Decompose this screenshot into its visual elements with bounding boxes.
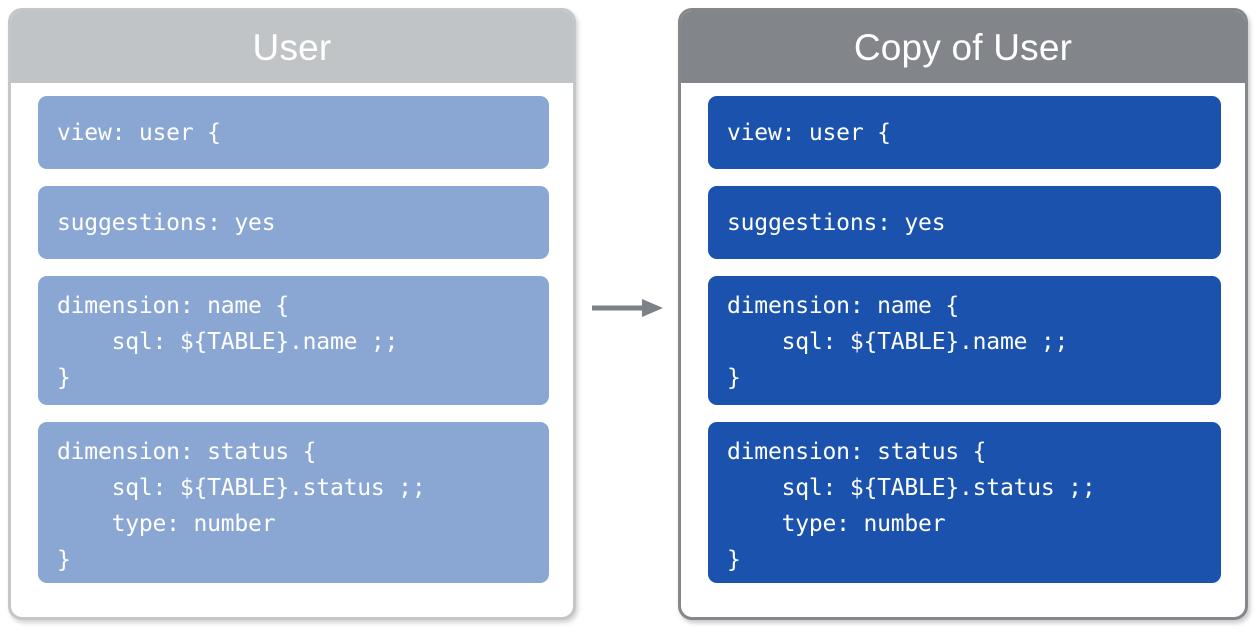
- panel-user-body: view: user { suggestions: yes dimension:…: [11, 83, 573, 617]
- code-block-dimension-name[interactable]: dimension: name { sql: ${TABLE}.name ;; …: [38, 276, 549, 405]
- panel-user[interactable]: User view: user { suggestions: yes dimen…: [8, 8, 576, 620]
- panel-copy-of-user[interactable]: Copy of User view: user { suggestions: y…: [678, 8, 1248, 620]
- code-block-dimension-status[interactable]: dimension: status { sql: ${TABLE}.status…: [708, 422, 1221, 583]
- code-block-suggestions[interactable]: suggestions: yes: [38, 186, 549, 259]
- code-block-suggestions[interactable]: suggestions: yes: [708, 186, 1221, 259]
- panel-copy-of-user-title: Copy of User: [681, 11, 1245, 83]
- right-arrow-icon: [592, 299, 663, 317]
- code-block-view[interactable]: view: user {: [708, 96, 1221, 169]
- code-block-dimension-name[interactable]: dimension: name { sql: ${TABLE}.name ;; …: [708, 276, 1221, 405]
- code-block-dimension-status[interactable]: dimension: status { sql: ${TABLE}.status…: [38, 422, 549, 583]
- code-block-view[interactable]: view: user {: [38, 96, 549, 169]
- panel-user-title: User: [11, 11, 573, 83]
- panel-copy-of-user-body: view: user { suggestions: yes dimension:…: [681, 83, 1245, 617]
